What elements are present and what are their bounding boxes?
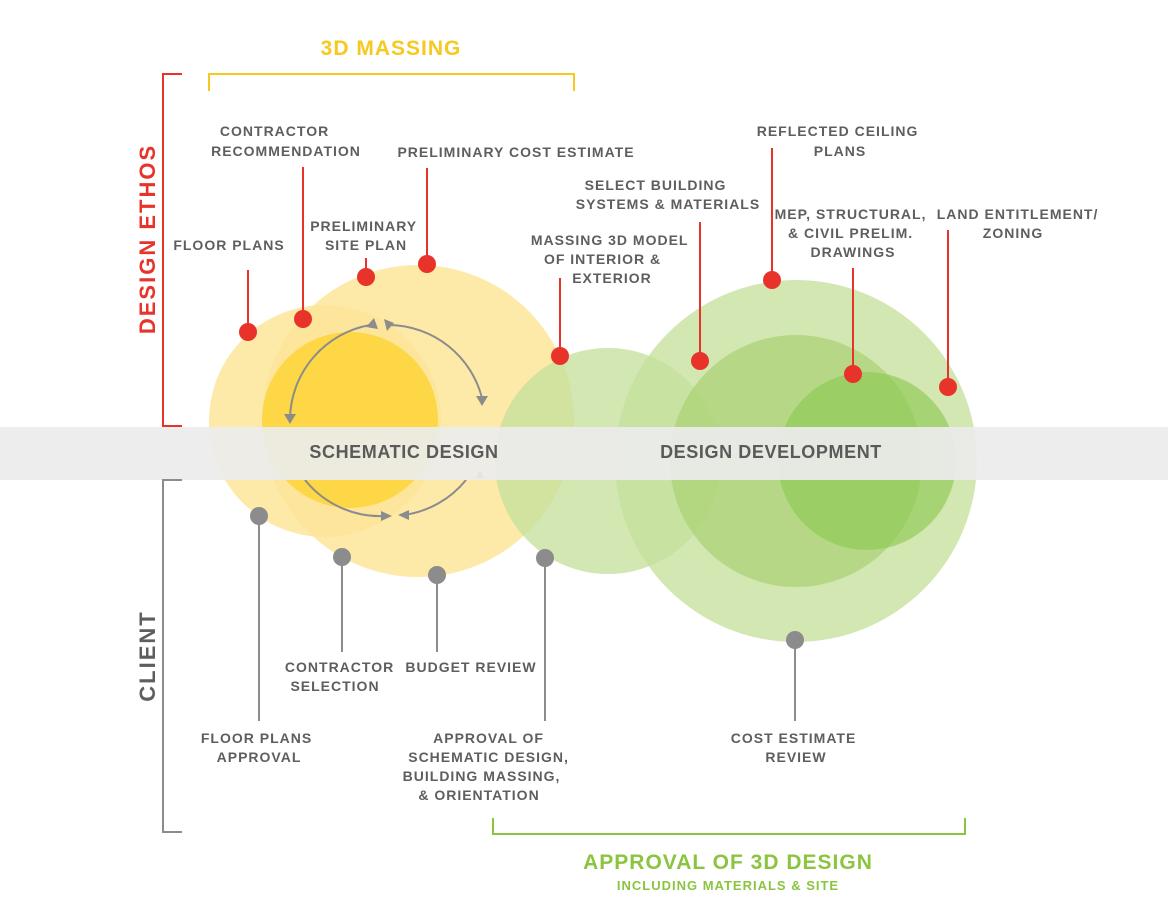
pin-dot: [357, 268, 375, 286]
cycle-arrows: [289, 324, 483, 518]
phase-label-schematic: SCHEMATIC DESIGN: [309, 442, 498, 462]
client-item-floor-plans-approval: FLOOR PLANS APPROVAL: [201, 507, 317, 765]
pin-dot: [551, 347, 569, 365]
ethos-item-massing-3d-model: MASSING 3D MODEL OF INTERIOR & EXTERIOR: [531, 232, 693, 365]
client-items: FLOOR PLANS APPROVAL CONTRACTOR SELECTIO…: [201, 507, 861, 803]
ethos-item-preliminary-cost-estimate: PRELIMINARY COST ESTIMATE: [397, 144, 634, 273]
cycle-arrow-top-right: [389, 324, 483, 399]
pin-dot: [691, 352, 709, 370]
pin-label: LAND ENTITLEMENT/ ZONING: [937, 206, 1104, 241]
pin-label: CONTRACTOR SELECTION: [285, 659, 399, 694]
client-bracket: [162, 479, 182, 833]
ethos-item-land-entitlement: LAND ENTITLEMENT/ ZONING: [937, 206, 1104, 396]
client-item-cost-estimate-review: COST ESTIMATE REVIEW: [731, 631, 861, 765]
cycle-arrow-bottom-left: [304, 479, 387, 518]
pin-dot: [294, 310, 312, 328]
pin-label: REFLECTED CEILING PLANS: [757, 123, 924, 159]
arrowhead: [366, 318, 378, 329]
ethos-item-reflected-ceiling-plans: REFLECTED CEILING PLANS: [757, 123, 924, 289]
massing-label: 3D MASSING: [321, 37, 462, 60]
pin-label: PRELIMINARY COST ESTIMATE: [397, 144, 634, 160]
arrowhead: [476, 396, 488, 406]
arrowhead: [384, 319, 394, 331]
pin-dot: [250, 507, 268, 525]
pin-label: CONTRACTOR RECOMMENDATION: [211, 123, 361, 159]
arrowhead: [284, 414, 296, 424]
pin-dot: [536, 549, 554, 567]
pin-label: FLOOR PLANS: [173, 237, 284, 253]
approval-label: APPROVAL OF 3D DESIGN: [583, 851, 873, 874]
pin-label: BUDGET REVIEW: [405, 659, 536, 675]
pin-label: PRELIMINARY SITE PLAN: [310, 218, 422, 253]
phase-band: [0, 427, 1168, 480]
pin-label: MEP, STRUCTURAL, & CIVIL PRELIM. DRAWING…: [775, 206, 932, 260]
pin-dot: [939, 378, 957, 396]
ethos-item-select-building-systems: SELECT BUILDING SYSTEMS & MATERIALS: [576, 177, 760, 370]
cycle-arrow-top-left: [289, 324, 371, 419]
pin-dot: [428, 566, 446, 584]
approval-bracket: [492, 818, 966, 835]
pin-dot: [418, 255, 436, 273]
pin-dot: [786, 631, 804, 649]
pin-dot: [844, 365, 862, 383]
pin-label: APPROVAL OF SCHEMATIC DESIGN, BUILDING M…: [403, 730, 574, 803]
design-ethos-items: FLOOR PLANS CONTRACTOR RECOMMENDATION PR…: [173, 123, 1104, 396]
client-item-approval-schematic: APPROVAL OF SCHEMATIC DESIGN, BUILDING M…: [403, 549, 574, 803]
arrowhead: [381, 511, 392, 521]
massing-bracket: [208, 73, 575, 91]
ethos-item-mep-structural-civil: MEP, STRUCTURAL, & CIVIL PRELIM. DRAWING…: [775, 206, 932, 383]
pin-dot: [239, 323, 257, 341]
design-ethos-bracket: [162, 73, 182, 427]
cycle-arrow-bottom-right: [403, 479, 467, 516]
client-label: CLIENT: [135, 610, 160, 701]
pin-dot: [333, 548, 351, 566]
design-ethos-label: DESIGN ETHOS: [135, 144, 160, 334]
approval-sublabel: INCLUDING MATERIALS & SITE: [617, 878, 839, 893]
ethos-item-floor-plans: FLOOR PLANS: [173, 237, 284, 341]
client-item-budget-review: BUDGET REVIEW: [405, 566, 536, 675]
pin-label: FLOOR PLANS APPROVAL: [201, 730, 317, 765]
ethos-item-preliminary-site-plan: PRELIMINARY SITE PLAN: [310, 218, 422, 286]
arrowhead: [398, 510, 409, 520]
pin-label: SELECT BUILDING SYSTEMS & MATERIALS: [576, 177, 760, 212]
pin-label: COST ESTIMATE REVIEW: [731, 730, 861, 765]
pin-dot: [763, 271, 781, 289]
pin-label: MASSING 3D MODEL OF INTERIOR & EXTERIOR: [531, 232, 693, 286]
phase-label-development: DESIGN DEVELOPMENT: [660, 442, 882, 462]
client-item-contractor-selection: CONTRACTOR SELECTION: [285, 548, 399, 694]
ethos-item-contractor-recommendation: CONTRACTOR RECOMMENDATION: [211, 123, 361, 328]
